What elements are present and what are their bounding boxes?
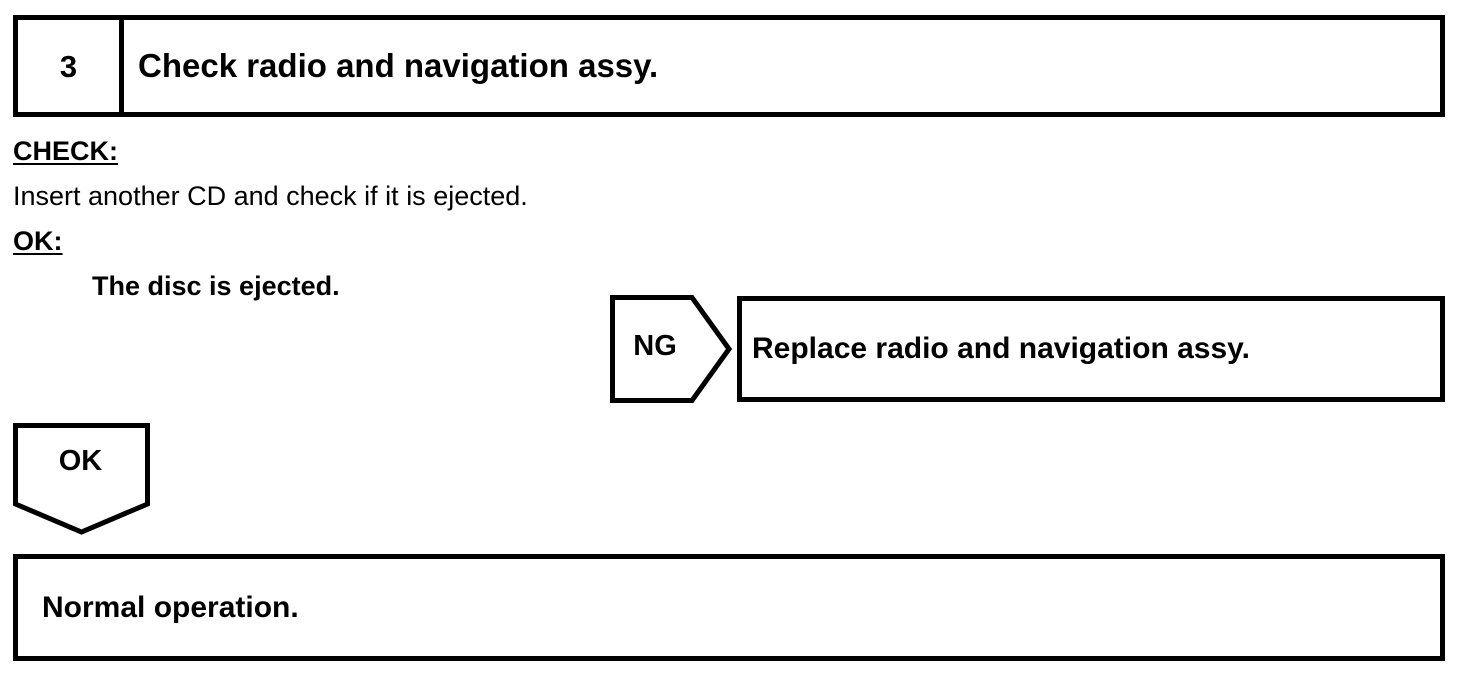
check-heading: CHECK: (13, 136, 118, 166)
step-number-cell: 3 (18, 20, 124, 112)
ok-heading-line: OK: (13, 221, 913, 266)
ok-action-text: Normal operation. (42, 590, 299, 624)
step-header-box: 3 Check radio and navigation assy. (13, 15, 1445, 117)
ng-action-text: Replace radio and navigation assy. (752, 332, 1250, 366)
ok-heading: OK: (13, 226, 63, 256)
step-number: 3 (59, 48, 78, 84)
step-title-cell: Check radio and navigation assy. (124, 20, 1440, 112)
ok-result-box: Normal operation. (13, 554, 1445, 661)
ng-branch-arrow-icon (610, 295, 732, 403)
ok-result-text: The disc is ejected. (92, 271, 340, 301)
check-body-text: Insert another CD and check if it is eje… (13, 181, 528, 211)
instruction-block: CHECK: Insert another CD and check if it… (13, 131, 913, 306)
ng-branch-label: NG (633, 330, 677, 362)
check-heading-line: CHECK: (13, 131, 913, 176)
ok-branch-label: OK (58, 445, 103, 477)
ng-action-box: Replace radio and navigation assy. (737, 296, 1445, 402)
check-body-line: Insert another CD and check if it is eje… (13, 176, 913, 221)
ok-branch-arrow-icon (13, 423, 150, 535)
step-title: Check radio and navigation assy. (138, 46, 659, 84)
